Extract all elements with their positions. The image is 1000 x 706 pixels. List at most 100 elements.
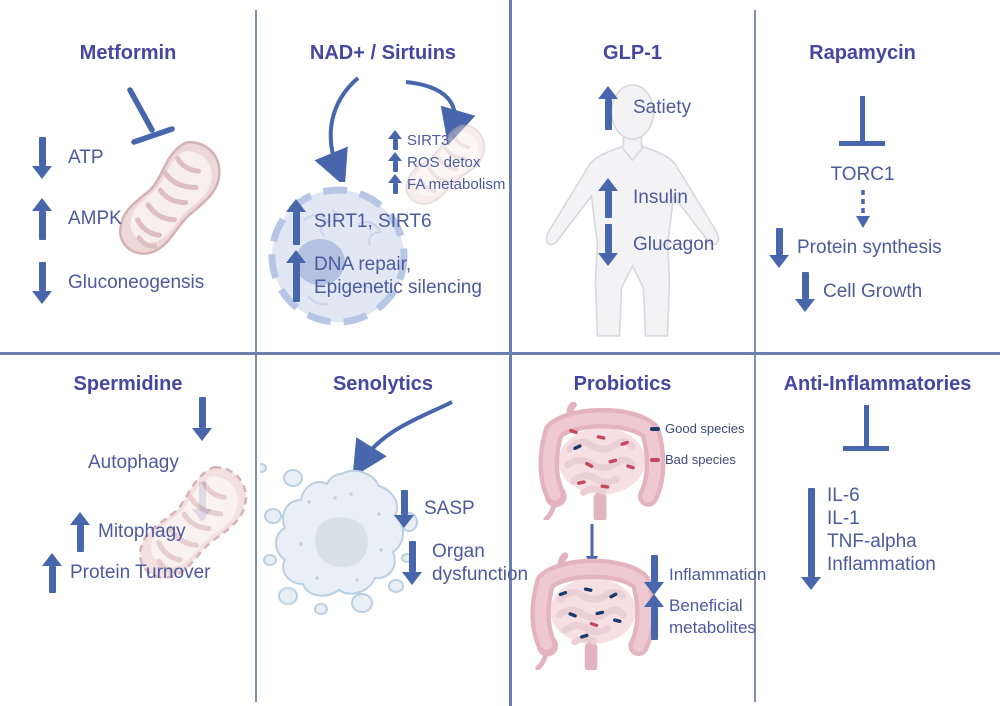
dashed-arrow-icon xyxy=(856,190,870,228)
panel-title: Probiotics xyxy=(573,373,672,395)
curved-arrow-icon xyxy=(352,400,453,476)
panel-title: NAD+ / Sirtuins xyxy=(309,42,457,64)
effect-row: SIRT1, SIRT6 xyxy=(286,199,432,245)
up-arrow-icon xyxy=(388,130,402,150)
long-down-arrow-icon xyxy=(801,488,821,590)
panel-spermidine: Spermidine Autophagy Mitophagy Protein T… xyxy=(0,352,256,706)
up-arrow-icon xyxy=(598,178,618,218)
cell-nucleus-illustration xyxy=(268,186,408,326)
effect-row: Satiety xyxy=(598,86,691,130)
down-arrow-icon xyxy=(402,541,422,585)
effect-label: Inflammation xyxy=(669,565,767,584)
down-arrow-icon xyxy=(394,490,414,528)
effect-label: AMPK xyxy=(68,208,122,229)
mitochondrion-illustration xyxy=(138,466,248,579)
panel-title: Rapamycin xyxy=(809,42,916,64)
curved-arrows-icon xyxy=(314,76,476,182)
good-species-dash-icon xyxy=(650,426,660,431)
effect-label: Cell Growth xyxy=(823,281,923,302)
up-arrow-icon xyxy=(70,512,90,552)
vertical-divider-1 xyxy=(255,10,257,702)
effect-row: Gluconeogensis xyxy=(32,262,204,304)
bacteria-icons xyxy=(569,428,635,489)
effect-label: Mitophagy xyxy=(98,521,186,542)
inhibition-arrow-icon xyxy=(127,87,175,145)
up-arrow-icon xyxy=(598,86,618,130)
horizontal-divider xyxy=(0,352,1000,355)
effect-label: Protein Turnover xyxy=(70,562,211,583)
human-body-illustration xyxy=(545,84,720,337)
down-arrow-icon xyxy=(32,137,52,179)
effect-row: Mitophagy xyxy=(70,512,186,552)
inhibition-bar-icon xyxy=(843,405,889,451)
effect-row: Protein Turnover xyxy=(42,553,210,593)
down-arrow-icon xyxy=(795,272,815,312)
effect-label: Beneficial metabolites xyxy=(669,596,756,637)
legend-bad-species: Bad species xyxy=(650,452,736,467)
effect-row: DNA repair, Epigenetic silencing xyxy=(286,250,482,302)
up-arrow-icon xyxy=(388,152,402,172)
effect-row: Beneficial metabolites xyxy=(644,594,756,640)
panel-title: Metformin xyxy=(79,42,177,64)
effect-label: Protein synthesis xyxy=(797,237,942,258)
cytokine-item: IL-6 xyxy=(827,485,860,506)
cytokine-item: TNF-alpha xyxy=(827,531,917,552)
panel-rapamycin: Rapamycin TORC1 Protein synthesis Cell G… xyxy=(755,0,1000,352)
down-arrow-icon xyxy=(598,224,618,266)
bacteria-icons xyxy=(558,587,622,639)
panel-title: Spermidine xyxy=(73,373,183,395)
effect-row: ROS detox xyxy=(388,152,480,172)
intestine-before-illustration xyxy=(538,402,666,520)
bad-species-dash-icon xyxy=(650,457,660,462)
panel-glp1: GLP-1 Satiety Insulin Glucagon xyxy=(510,0,755,352)
effect-row: Inflammation xyxy=(644,555,766,595)
effect-label: SIRT1, SIRT6 xyxy=(314,211,432,232)
mitochondrion-illustration xyxy=(119,141,221,255)
up-arrow-icon xyxy=(286,250,306,302)
effect-label: FA metabolism xyxy=(407,175,506,193)
panel-title: GLP-1 xyxy=(603,42,662,64)
effect-label: ATP xyxy=(68,147,104,168)
up-arrow-icon xyxy=(42,553,62,593)
up-arrow-icon xyxy=(388,174,402,194)
intestine-after-illustration xyxy=(530,552,656,670)
up-arrow-icon xyxy=(286,199,306,245)
effect-row: Protein synthesis xyxy=(769,228,942,268)
legend-label: Good species xyxy=(665,421,745,436)
effect-row: AMPK xyxy=(32,198,122,240)
effect-row: Glucagon xyxy=(598,224,714,266)
effect-row: FA metabolism xyxy=(388,174,505,194)
down-arrow-icon xyxy=(192,397,212,441)
panel-metformin: Metformin ATP AMPK xyxy=(0,0,256,352)
target-label: TORC1 xyxy=(830,164,895,185)
effect-label: Satiety xyxy=(633,97,692,118)
down-arrow-icon xyxy=(769,228,789,268)
panel-senolytics: Senolytics xyxy=(256,352,528,706)
effect-row: ATP xyxy=(32,137,104,179)
effect-label: SASP xyxy=(424,498,475,519)
effect-label: Gluconeogensis xyxy=(68,272,205,293)
inhibition-bar-icon xyxy=(839,96,885,146)
effect-row: Insulin xyxy=(598,178,688,218)
effect-row: Organ dysfunction xyxy=(402,540,528,586)
panel-title: Anti-Inflammatories xyxy=(783,373,972,395)
legend-good-species: Good species xyxy=(650,421,745,436)
senescent-cell-illustration xyxy=(260,463,418,615)
cytokine-list: IL-6 IL-1 TNF-alpha Inflammation xyxy=(827,484,936,576)
down-arrow-icon xyxy=(32,262,52,304)
effect-row: SASP xyxy=(394,490,475,528)
panel-title: Senolytics xyxy=(332,373,434,395)
effect-label: DNA repair, Epigenetic silencing xyxy=(314,254,482,298)
up-arrow-icon xyxy=(32,198,52,240)
effect-label: Glucagon xyxy=(633,234,715,255)
cytokine-item: IL-1 xyxy=(827,508,860,529)
up-arrow-icon xyxy=(644,594,664,640)
effect-row: Autophagy xyxy=(88,452,179,474)
effect-label: Organ dysfunction xyxy=(432,541,529,585)
effect-label: SIRT3 xyxy=(407,131,450,149)
legend-label: Bad species xyxy=(665,452,736,467)
panel-probiotics: Probiotics xyxy=(510,352,766,706)
effect-label: Insulin xyxy=(633,187,688,208)
vertical-divider-3 xyxy=(754,10,756,702)
